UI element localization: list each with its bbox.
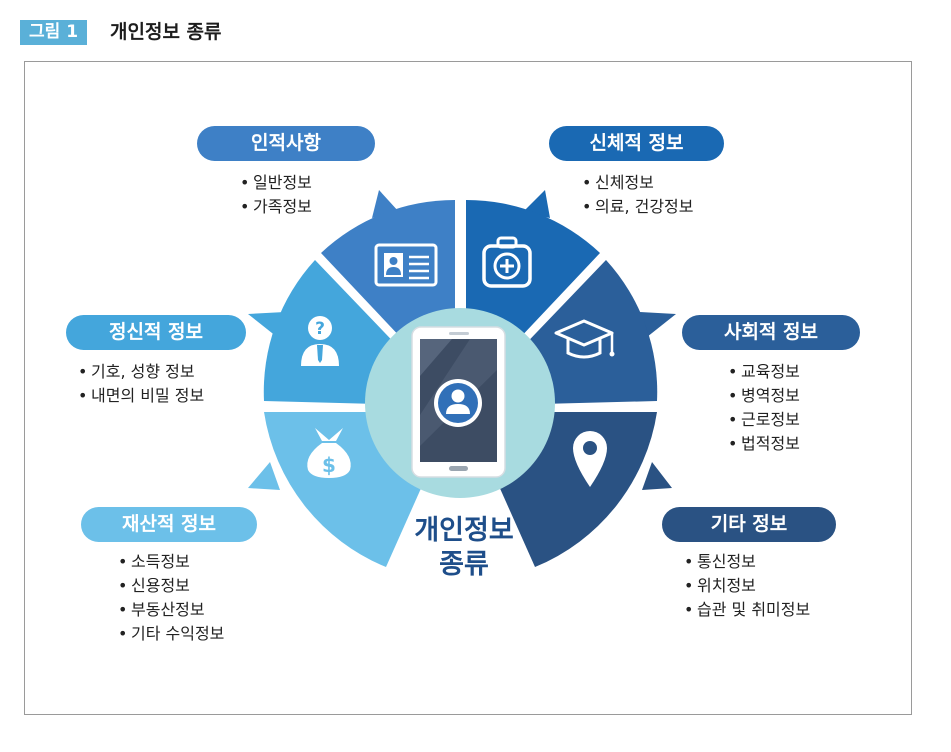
svg-text:$: $: [322, 453, 336, 477]
graduation-cap-icon: [554, 319, 615, 359]
list-personal-details: 일반정보 가족정보: [240, 171, 312, 219]
label-physical-info: 신체적 정보: [549, 126, 724, 161]
phone-speaker: [449, 332, 469, 335]
list-item: 기호, 성향 정보: [78, 360, 204, 384]
list-item: 신체정보: [582, 171, 694, 195]
center-title-line: 종류: [439, 549, 489, 580]
figure-number-tag: 그림 1: [20, 20, 88, 45]
label-property-info: 재산적 정보: [81, 507, 257, 542]
pointer-triangle: [640, 312, 676, 337]
figure-title: 개인정보 종류: [110, 21, 222, 43]
list-item: 신용정보: [118, 574, 224, 598]
location-pin-icon: [573, 431, 607, 487]
label-social-info: 사회적 정보: [682, 315, 860, 350]
list-item: 소득정보: [118, 550, 224, 574]
list-item: 일반정보: [240, 171, 312, 195]
pointer-triangle: [248, 462, 280, 490]
list-item: 습관 및 취미정보: [684, 598, 810, 622]
diagram-frame: [24, 61, 912, 715]
center-title: 개인정보 종류: [384, 514, 544, 582]
list-social-info: 교육정보 병역정보 근로정보 법적정보: [728, 360, 800, 456]
list-mental-info: 기호, 성향 정보 내면의 비밀 정보: [78, 360, 204, 408]
list-item: 부동산정보: [118, 598, 224, 622]
list-item: 교육정보: [728, 360, 800, 384]
list-item: 근로정보: [728, 408, 800, 432]
label-other-info: 기타 정보: [662, 507, 836, 542]
list-item: 의료, 건강정보: [582, 195, 694, 219]
center-title-line: 개인정보: [414, 515, 514, 546]
phone-home-button: [449, 466, 468, 471]
list-physical-info: 신체정보 의료, 건강정보: [582, 171, 694, 219]
question-person-icon: ?: [301, 316, 339, 366]
list-item: 가족정보: [240, 195, 312, 219]
svg-text:?: ?: [315, 319, 325, 339]
medical-kit-icon: [482, 236, 532, 288]
list-item: 법적정보: [728, 432, 800, 456]
label-personal-details: 인적사항: [197, 126, 375, 161]
list-item: 기타 수익정보: [118, 622, 224, 646]
list-other-info: 통신정보 위치정보 습관 및 취미정보: [684, 550, 810, 622]
money-bag-icon: $: [307, 428, 351, 478]
label-mental-info: 정신적 정보: [66, 315, 246, 350]
list-property-info: 소득정보 신용정보 부동산정보 기타 수익정보: [118, 550, 224, 646]
pointer-triangle: [642, 462, 672, 490]
screen-glare: [420, 339, 452, 376]
list-item: 병역정보: [728, 384, 800, 408]
list-item: 위치정보: [684, 574, 810, 598]
list-item: 내면의 비밀 정보: [78, 384, 204, 408]
id-card-icon: [374, 243, 438, 287]
user-avatar-icon: [434, 379, 482, 427]
list-item: 통신정보: [684, 550, 810, 574]
